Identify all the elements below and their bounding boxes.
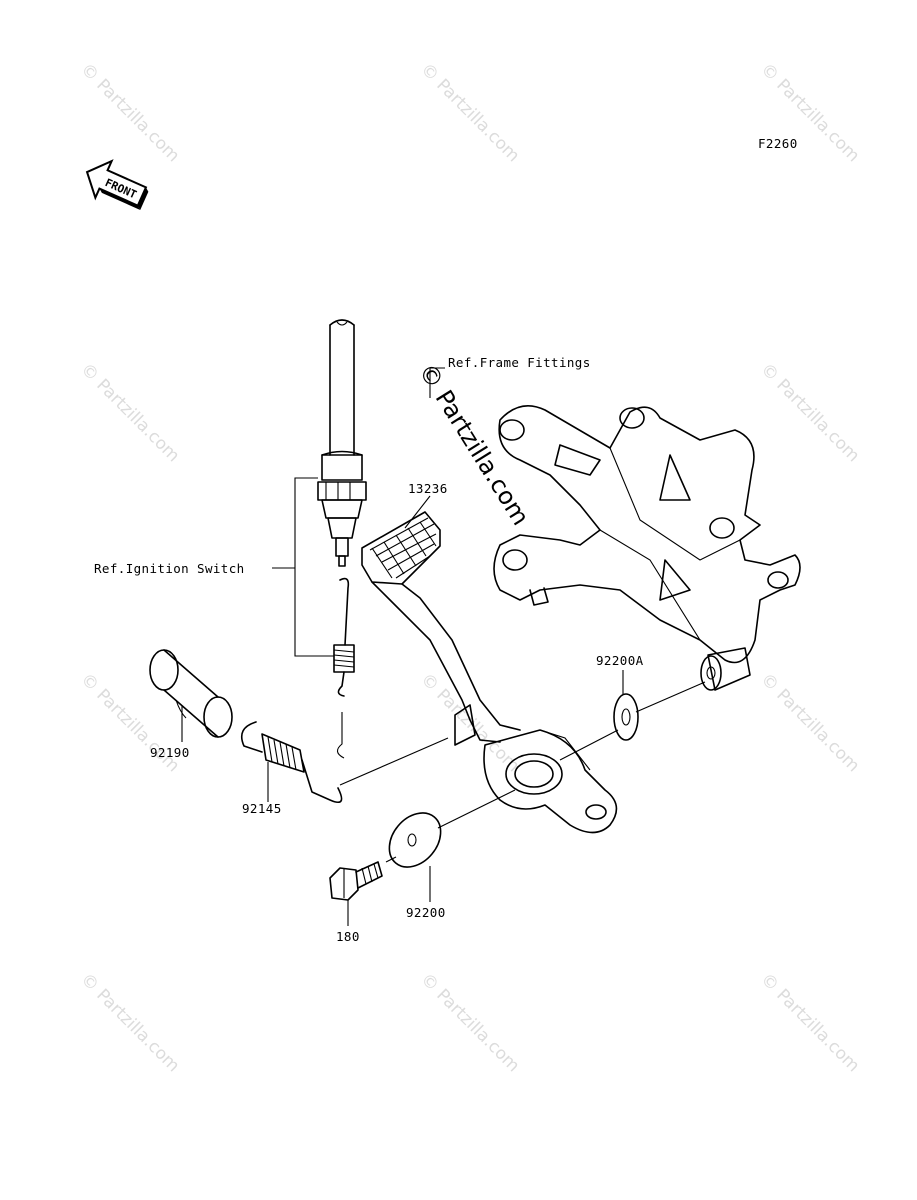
- label-ignition-switch: Ref.Ignition Switch: [94, 561, 245, 576]
- watermark: © Partzilla.com: [416, 669, 523, 776]
- switch-spring: [333, 577, 355, 759]
- watermark: © Partzilla.com: [756, 669, 863, 776]
- watermark: © Partzilla.com: [756, 359, 863, 466]
- washer: [388, 812, 442, 868]
- watermark-center: © Partzilla.com: [413, 358, 535, 530]
- watermark: © Partzilla.com: [76, 359, 183, 466]
- label-bolt: 180: [336, 929, 360, 944]
- collar: [149, 649, 233, 738]
- label-washer: 92200: [406, 905, 446, 920]
- label-collar: 92190: [150, 745, 190, 760]
- watermark: © Partzilla.com: [76, 59, 183, 166]
- brake-switch: [317, 319, 367, 567]
- label-spring: 92145: [242, 801, 282, 816]
- leader-pedal: [404, 495, 431, 529]
- watermark: © Partzilla.com: [416, 59, 523, 166]
- return-spring: [240, 721, 343, 804]
- bolt: [329, 861, 383, 901]
- watermark: © Partzilla.com: [76, 969, 183, 1076]
- label-frame-fittings: Ref.Frame Fittings: [448, 355, 591, 370]
- front-arrow-icon: FRONT: [85, 159, 149, 211]
- spring-hook-line: [339, 737, 449, 786]
- washer-a: [613, 693, 639, 741]
- centerline-washer: [437, 789, 516, 829]
- watermark: © Partzilla.com: [76, 669, 183, 776]
- label-pedal: 13236: [408, 481, 448, 496]
- diagram-code: F2260: [758, 136, 798, 151]
- centerline-bolt: [385, 856, 397, 863]
- brake-pedal: [361, 511, 618, 834]
- watermark: © Partzilla.com: [756, 969, 863, 1076]
- leader-frame-fittings: [429, 367, 445, 398]
- centerline-pivot: [559, 681, 706, 761]
- label-washer-a: 92200A: [596, 653, 644, 668]
- ignition-ref-bracket: [272, 477, 334, 657]
- watermark: © Partzilla.com: [416, 969, 523, 1076]
- frame-fitting: [493, 404, 801, 691]
